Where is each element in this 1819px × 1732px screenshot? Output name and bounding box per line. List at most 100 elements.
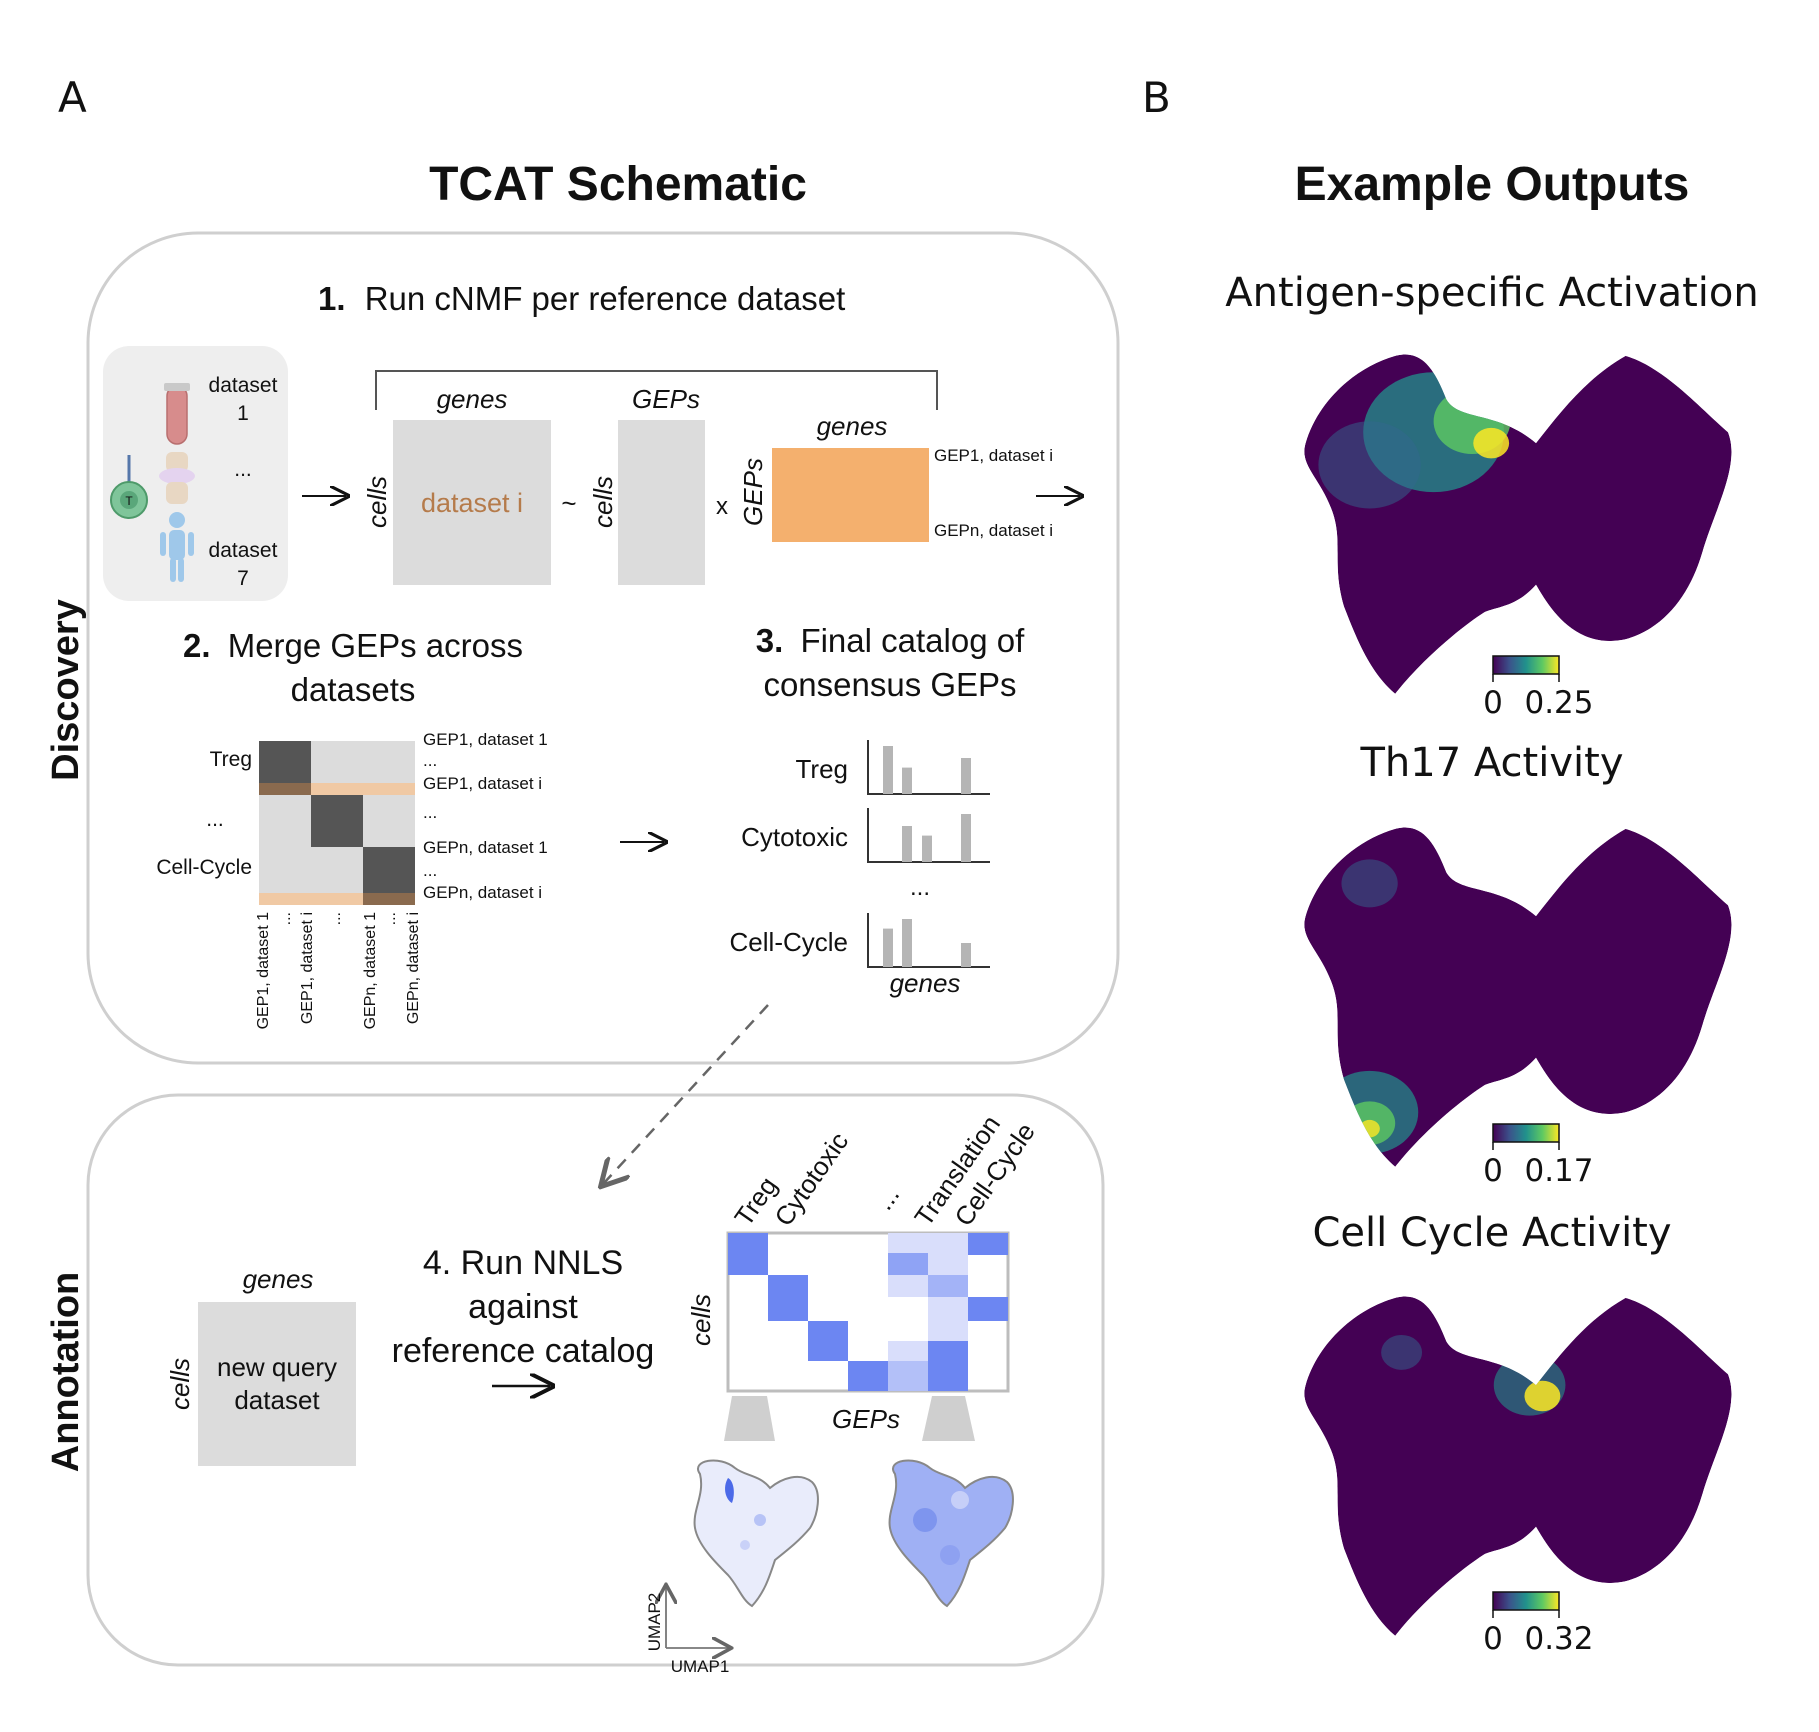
w-cells-label: cells bbox=[588, 476, 618, 528]
panel-a-letter: A bbox=[58, 73, 87, 122]
step4-line3: reference catalog bbox=[392, 1332, 655, 1370]
catalog-bar bbox=[961, 943, 971, 967]
catalog-genes-label: genes bbox=[890, 968, 961, 998]
catalog-bar bbox=[922, 835, 932, 862]
step3-number: 3. bbox=[756, 622, 784, 659]
umap-y-label: UMAP2 bbox=[645, 1593, 664, 1652]
colorbar-min: 0 bbox=[1483, 1153, 1503, 1189]
step1-number: 1. bbox=[318, 280, 346, 317]
merge-bottom-label: GEPn, dataset i bbox=[405, 912, 422, 1024]
trapezoid-left bbox=[724, 1396, 775, 1441]
umap-scatter bbox=[1304, 354, 1732, 694]
merge-similarity-matrix bbox=[259, 741, 415, 905]
dataset-top-label: dataset bbox=[209, 374, 278, 397]
dataset-icon-panel bbox=[103, 346, 288, 601]
colorbar-max: 0.25 bbox=[1524, 685, 1593, 721]
umap-plot-title: Cell Cycle Activity bbox=[1312, 1210, 1671, 1256]
merge-row-cellcycle: Cell-Cycle bbox=[156, 856, 252, 879]
h-genes-label: genes bbox=[817, 411, 888, 441]
step2-heading-line2: datasets bbox=[291, 671, 416, 708]
approx-symbol: ~ bbox=[561, 488, 576, 518]
query-dataset-matrix bbox=[198, 1302, 356, 1466]
dataset-i-matrix bbox=[393, 420, 551, 585]
step1-heading: 1. Run cNMF per reference dataset bbox=[318, 280, 845, 317]
merge-right-label: ... bbox=[423, 861, 437, 880]
mini-umap-right bbox=[888, 1459, 1014, 1608]
merge-bottom-label: ... bbox=[327, 912, 344, 925]
dataset-i-label: dataset i bbox=[421, 488, 523, 518]
discovery-label: Discovery bbox=[45, 599, 87, 781]
step3-heading-line2: consensus GEPs bbox=[763, 666, 1016, 703]
catalog-bar bbox=[961, 758, 971, 794]
usage-cells-label: cells bbox=[686, 1294, 716, 1346]
panel-a-title: TCAT Schematic bbox=[429, 158, 807, 211]
step3-text: Final catalog of bbox=[800, 622, 1025, 659]
merge-bottom-label: GEP1, dataset i bbox=[299, 912, 316, 1024]
matrix-genes-label: genes bbox=[437, 384, 508, 414]
catalog-ellipsis: ... bbox=[910, 874, 930, 901]
catalog-row-axis bbox=[867, 740, 990, 795]
panel-b-title: Example Outputs bbox=[1295, 158, 1690, 211]
query-genes-label: genes bbox=[243, 1264, 314, 1294]
dataset-bottom-label: dataset bbox=[209, 539, 278, 562]
matrix-bracket bbox=[375, 370, 938, 410]
catalog-row-label: Cell-Cycle bbox=[730, 927, 848, 957]
merge-bottom-labels: GEP1, dataset 1...GEP1, dataset i...GEPn… bbox=[255, 912, 422, 1030]
colorbar-max: 0.32 bbox=[1524, 1621, 1593, 1657]
catalog-row-axis bbox=[867, 913, 990, 968]
merge-row-ellipsis: ... bbox=[206, 808, 224, 831]
step3-heading-line1: 3. Final catalog of bbox=[756, 622, 1025, 659]
joint-icon bbox=[159, 452, 195, 504]
colorbar-min: 0 bbox=[1483, 685, 1503, 721]
gepn-dataset-i-label: GEPn, dataset i bbox=[934, 521, 1053, 540]
discovery-box bbox=[86, 231, 1120, 1065]
h-matrix bbox=[772, 448, 929, 542]
step2-heading-line1: 2. Merge GEPs across bbox=[183, 627, 523, 664]
usage-geps-label: GEPs bbox=[832, 1404, 900, 1434]
step4-line2: against bbox=[468, 1288, 578, 1326]
catalog-bar bbox=[902, 767, 912, 794]
usage-col-label: Treg bbox=[728, 1171, 783, 1231]
merge-bottom-label: GEP1, dataset 1 bbox=[255, 912, 272, 1030]
query-cells-label: cells bbox=[165, 1358, 195, 1410]
annotation-label: Annotation bbox=[45, 1272, 87, 1473]
colorbar bbox=[1492, 1591, 1560, 1611]
colorbar bbox=[1492, 655, 1560, 675]
step4-line1: 4. Run NNLS bbox=[423, 1244, 623, 1282]
catalog-row-label: Cytotoxic bbox=[741, 822, 848, 852]
merge-right-label: ... bbox=[423, 751, 437, 770]
t-cell-icon: T bbox=[110, 455, 148, 519]
catalog-bar bbox=[883, 746, 893, 794]
gep1-dataset-i-label: GEP1, dataset i bbox=[934, 446, 1053, 465]
merge-right-label: GEP1, dataset i bbox=[423, 774, 542, 793]
usage-col-label: ... bbox=[868, 1180, 905, 1215]
dataset-bottom-number: 7 bbox=[237, 567, 249, 590]
colorbar-min: 0 bbox=[1483, 1621, 1503, 1657]
catalog-bar bbox=[902, 826, 912, 862]
w-matrix bbox=[618, 420, 705, 585]
umap-x-label: UMAP1 bbox=[671, 1657, 730, 1676]
dataset-ellipsis: ... bbox=[234, 458, 252, 481]
h-geps-label: GEPs bbox=[738, 458, 768, 526]
mini-umap-left bbox=[693, 1459, 819, 1608]
step2-number: 2. bbox=[183, 627, 211, 664]
usage-col-label: Cytotoxic bbox=[768, 1127, 854, 1232]
merge-bottom-label: ... bbox=[277, 912, 294, 925]
merge-right-label: GEP1, dataset 1 bbox=[423, 730, 548, 749]
catalog-row-label: Treg bbox=[796, 754, 849, 784]
catalog-bar bbox=[883, 928, 893, 967]
merge-bottom-label: GEPn, dataset 1 bbox=[362, 912, 379, 1030]
step2-text: Merge GEPs across bbox=[228, 627, 523, 664]
panel-b-letter: B bbox=[1142, 73, 1171, 122]
umap-scatter bbox=[1304, 827, 1732, 1167]
step1-text: Run cNMF per reference dataset bbox=[365, 280, 846, 317]
usage-matrix-cells bbox=[728, 1233, 1008, 1391]
umap-plot-title: Antigen-specific Activation bbox=[1225, 270, 1758, 316]
trapezoid-right bbox=[922, 1396, 975, 1441]
merge-right-label: ... bbox=[423, 803, 437, 822]
merge-bottom-label: ... bbox=[382, 912, 399, 925]
